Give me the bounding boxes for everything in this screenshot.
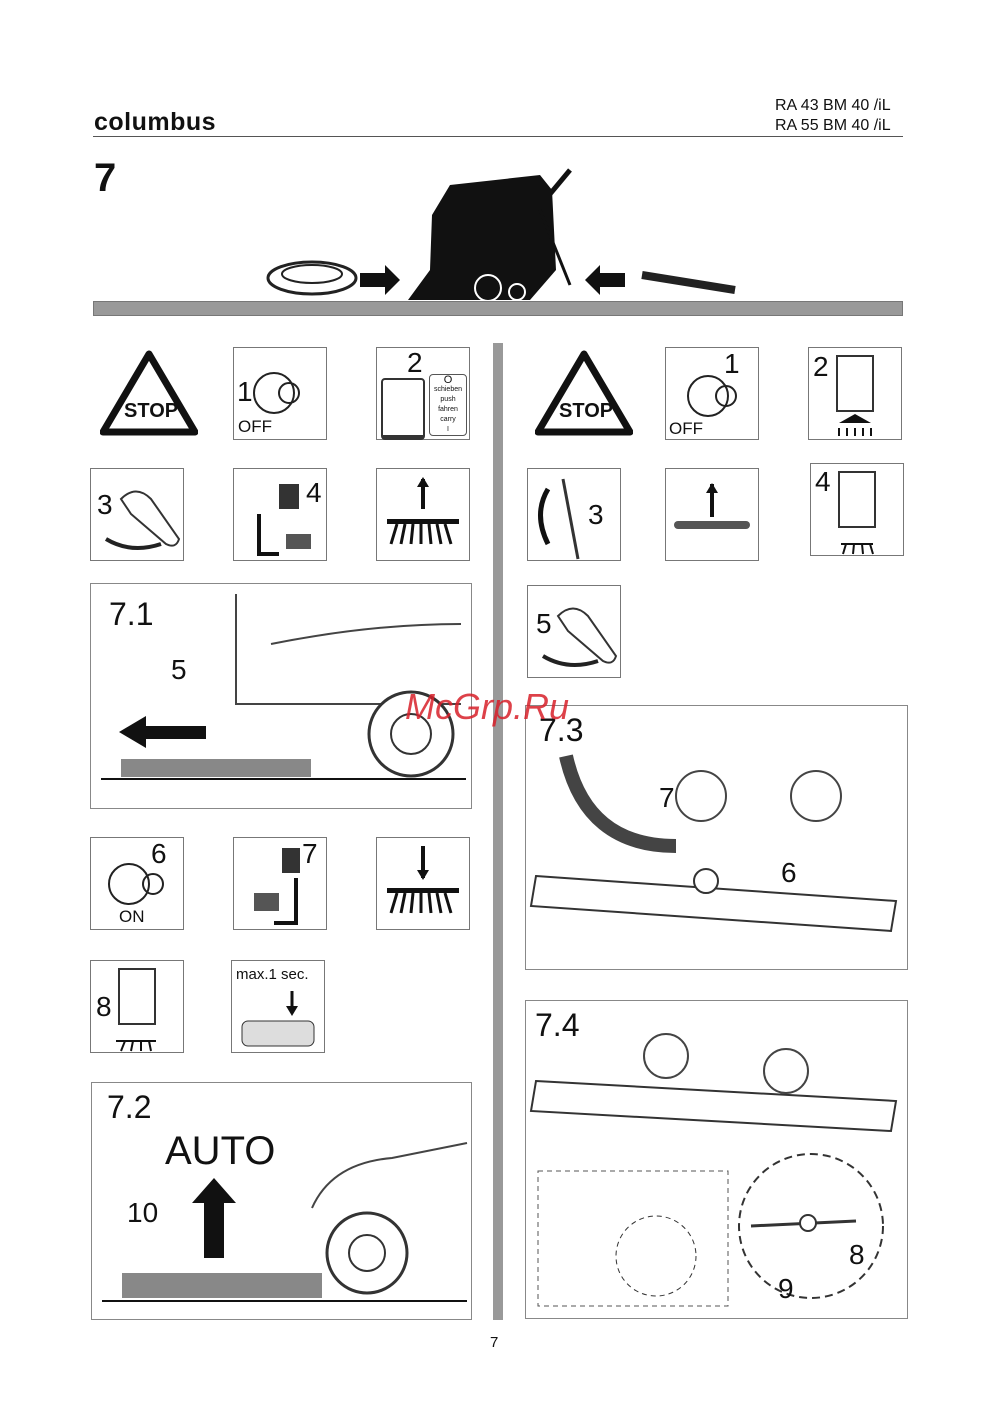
stop-sign-right: STOP (535, 350, 633, 436)
panel-7-2: 7.2 AUTO 10 (91, 1082, 472, 1320)
lever-step-3: 3 (527, 468, 621, 561)
model-line-2: RA 55 BM 40 /iL (775, 117, 891, 134)
header-rule (93, 136, 903, 137)
section-number: 7 (94, 156, 117, 200)
brand-logo: columbus (94, 108, 217, 136)
model-line-1: RA 43 BM 40 /iL (775, 97, 891, 114)
squeegee-raise-icon (665, 468, 759, 561)
watermark: McGrp.Ru (405, 686, 570, 727)
section-divider-bar (93, 301, 903, 316)
key-switch-off-panel: 1 OFF (233, 347, 327, 440)
machine-illustration (266, 168, 736, 302)
stop-sign-left: STOP (100, 350, 198, 436)
key-switch-off-panel-right: 1 OFF (665, 347, 759, 440)
page-number: 7 (490, 1334, 499, 1351)
key-switch-on-panel: 6 ON (90, 837, 184, 930)
pedal-step-7: 7 (233, 837, 327, 930)
panel-7-3: 7.3 7 6 (525, 705, 908, 970)
brush-raise-icon (376, 468, 470, 561)
push-carry-switch-panel: 2 O schieben push fahren carry I (376, 347, 470, 440)
brush-lower-icon (376, 837, 470, 930)
max-one-second-panel: max.1 sec. (231, 960, 325, 1053)
vacuum-switch-step-2: 2 (808, 347, 902, 440)
handle-step-5: 5 (527, 585, 621, 678)
brush-switch-step-8: 8 (90, 960, 184, 1053)
panel-7-1: 7.1 5 (90, 583, 472, 809)
brush-switch-step-4: 4 (810, 463, 904, 556)
panel-7-4: 7.4 9 8 (525, 1000, 908, 1319)
pedal-step-4: 4 (233, 468, 327, 561)
column-divider (493, 343, 503, 1320)
handle-step-3: 3 (90, 468, 184, 561)
